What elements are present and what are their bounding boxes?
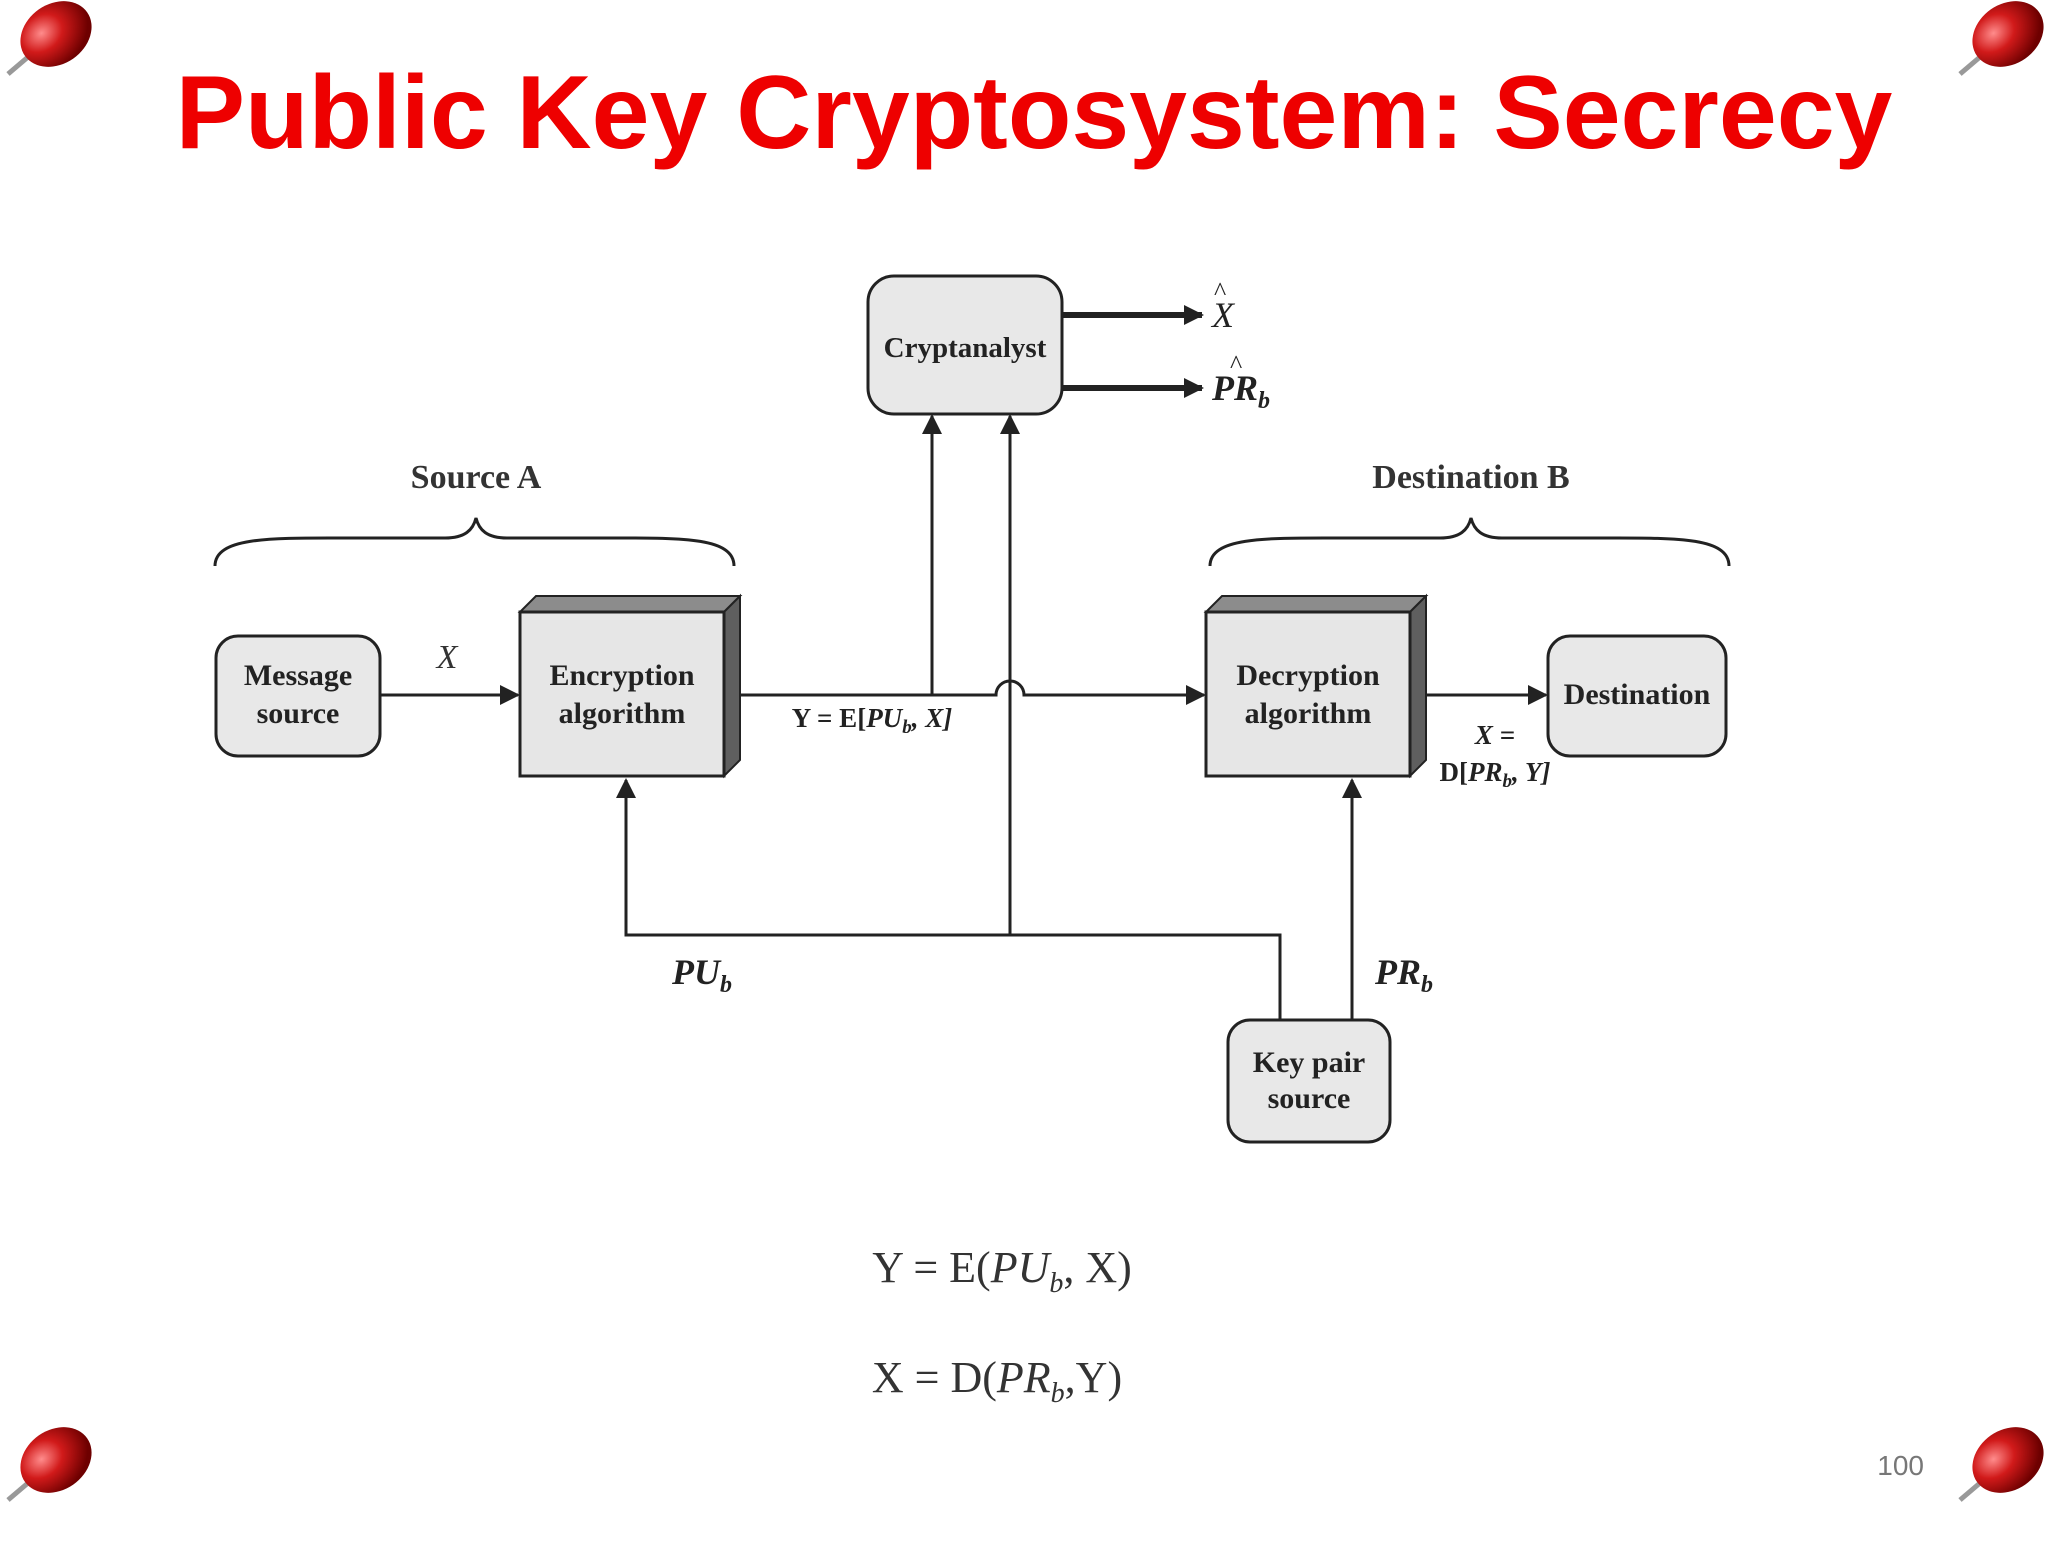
cryptanalyst-label: Cryptanalyst	[884, 332, 1047, 364]
pushpin-icon	[6, 1427, 92, 1502]
hat-mark: ^	[1214, 277, 1226, 306]
pr-hat-label: PRb	[1211, 368, 1270, 414]
ciphertext-line	[740, 679, 1206, 705]
encryption-box	[518, 610, 726, 778]
destination-group-label: Destination B	[1372, 459, 1569, 496]
destination-box	[1546, 634, 1728, 758]
key-pair-source-label: Key pair	[1253, 1046, 1366, 1079]
page-number: 100	[1877, 1450, 1924, 1481]
message-source-label: source	[257, 697, 340, 730]
source-brace	[213, 517, 736, 567]
decryption-label: Decryption	[1236, 659, 1380, 692]
source-group-label: Source A	[411, 459, 542, 496]
pushpin-icon	[1958, 1, 2044, 76]
message-source-box	[214, 634, 382, 758]
key-pair-source-label: source	[1268, 1082, 1351, 1115]
message-source-label: Message	[244, 659, 352, 692]
plaintext-output-label: D[PRb, Y]	[1439, 757, 1550, 792]
x-hat-label: X	[1210, 295, 1236, 335]
encryption-equation: Y = E(PUb, X)	[872, 1243, 1132, 1299]
cryptanalyst-box	[866, 274, 1064, 416]
decryption-label: algorithm	[1245, 697, 1372, 730]
decryption-box-top	[1203, 595, 1429, 613]
pushpin-icon	[6, 1, 92, 76]
encryption-box-top	[517, 595, 743, 613]
plaintext-output-label: X =	[1474, 720, 1515, 750]
key-pair-source-box	[1226, 1018, 1392, 1144]
pushpin-icon	[1958, 1427, 2044, 1502]
encryption-label: algorithm	[559, 697, 686, 730]
ciphertext-label: Y = E[PUb, X]	[792, 703, 952, 738]
encryption-box-side	[723, 593, 741, 779]
private-key-label: PRb	[1374, 952, 1433, 998]
encryption-label: Encryption	[549, 659, 694, 692]
destination-brace	[1208, 517, 1731, 567]
decryption-box-side	[1409, 593, 1427, 779]
hat-mark: ^	[1230, 350, 1242, 379]
decryption-box	[1204, 610, 1412, 778]
public-key-line	[616, 778, 1282, 1020]
slide-title: Public Key Cryptosystem: Secrecy	[176, 55, 1893, 171]
public-key-label: PUb	[671, 952, 732, 998]
destination-label: Destination	[1564, 678, 1711, 711]
plaintext-x-label: X	[435, 639, 459, 676]
decryption-equation: X = D(PRb,Y)	[872, 1353, 1122, 1409]
